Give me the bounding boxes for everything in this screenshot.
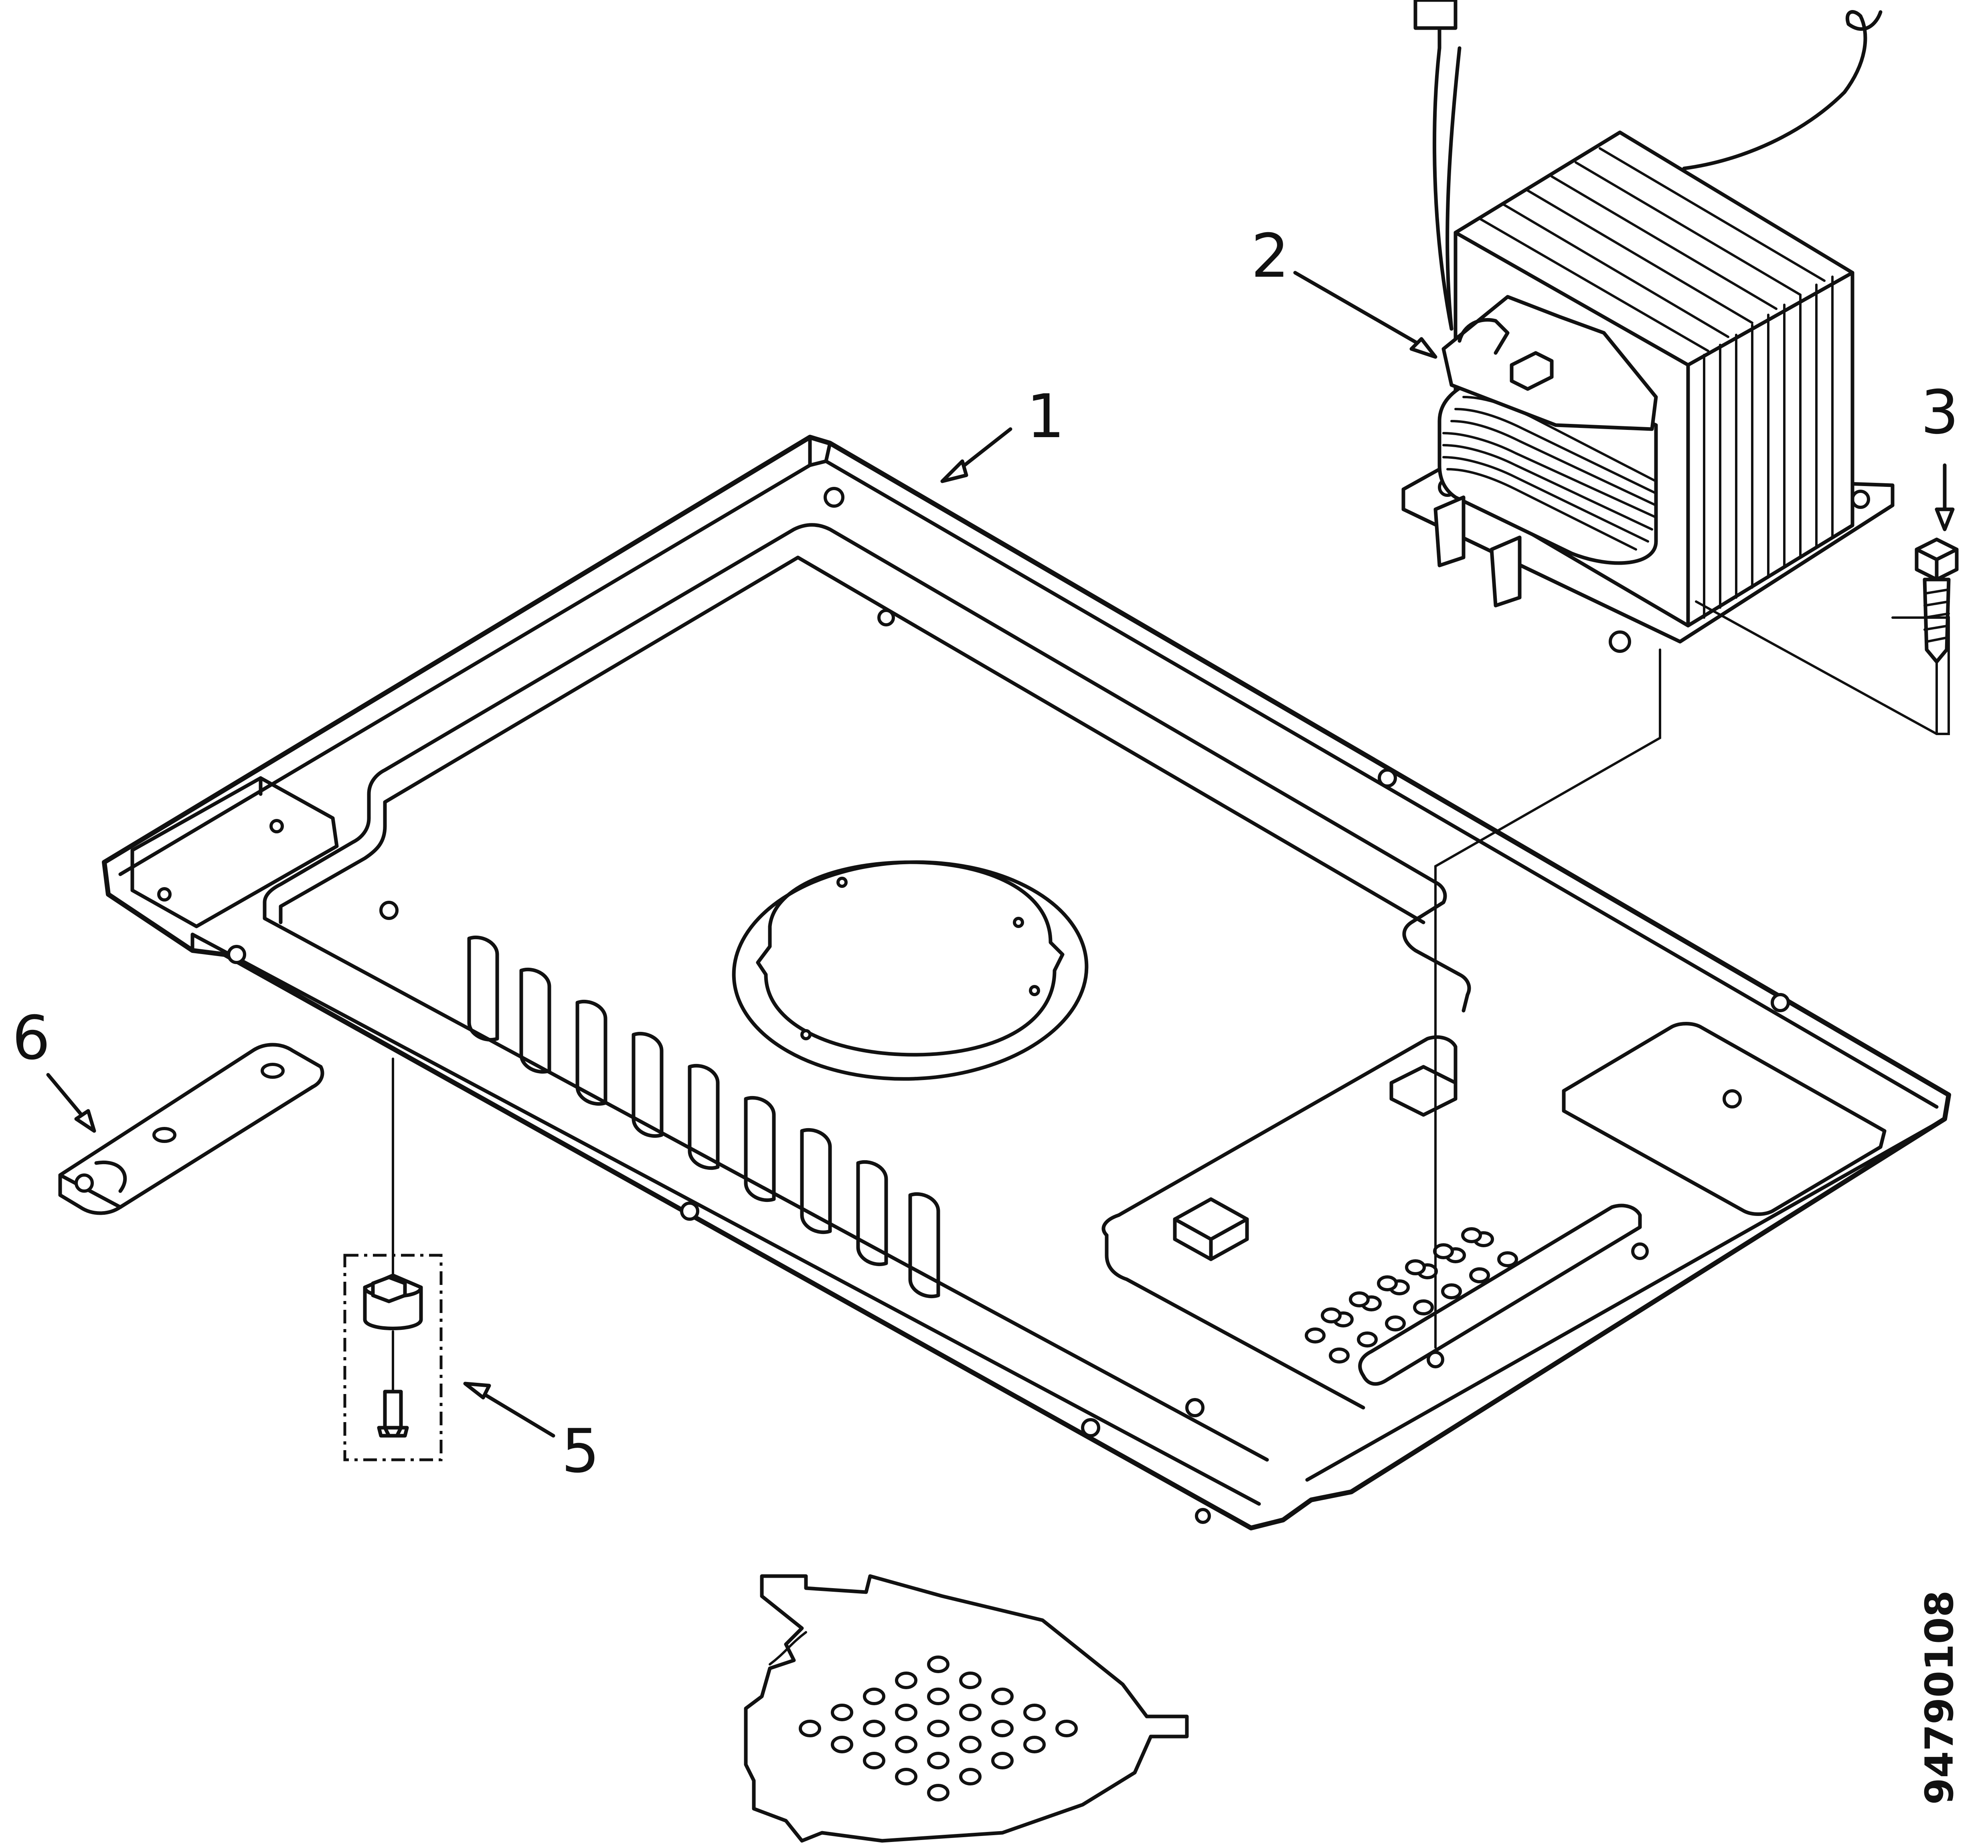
cover-disk bbox=[744, 1574, 1189, 1843]
foot-assembly bbox=[343, 1254, 443, 1461]
hole-pattern bbox=[1305, 1227, 1518, 1364]
base-plate bbox=[102, 435, 1951, 1530]
callout-5: 5 bbox=[561, 1416, 599, 1486]
screw bbox=[1915, 537, 1959, 664]
callout-2: 2 bbox=[1251, 221, 1289, 291]
callout-1: 1 bbox=[1026, 382, 1065, 452]
leader-lines bbox=[392, 600, 1950, 1393]
callout-6: 6 bbox=[12, 1003, 50, 1073]
cover-disk-holes bbox=[799, 1656, 1078, 1801]
vent-louvres bbox=[467, 935, 940, 1299]
transformer bbox=[1401, 0, 1895, 653]
document-number: 94790108 bbox=[1917, 1591, 1962, 1805]
bracket bbox=[58, 1043, 324, 1215]
callout-3: 3 bbox=[1921, 378, 1959, 448]
callout-arrows bbox=[46, 271, 1955, 1438]
